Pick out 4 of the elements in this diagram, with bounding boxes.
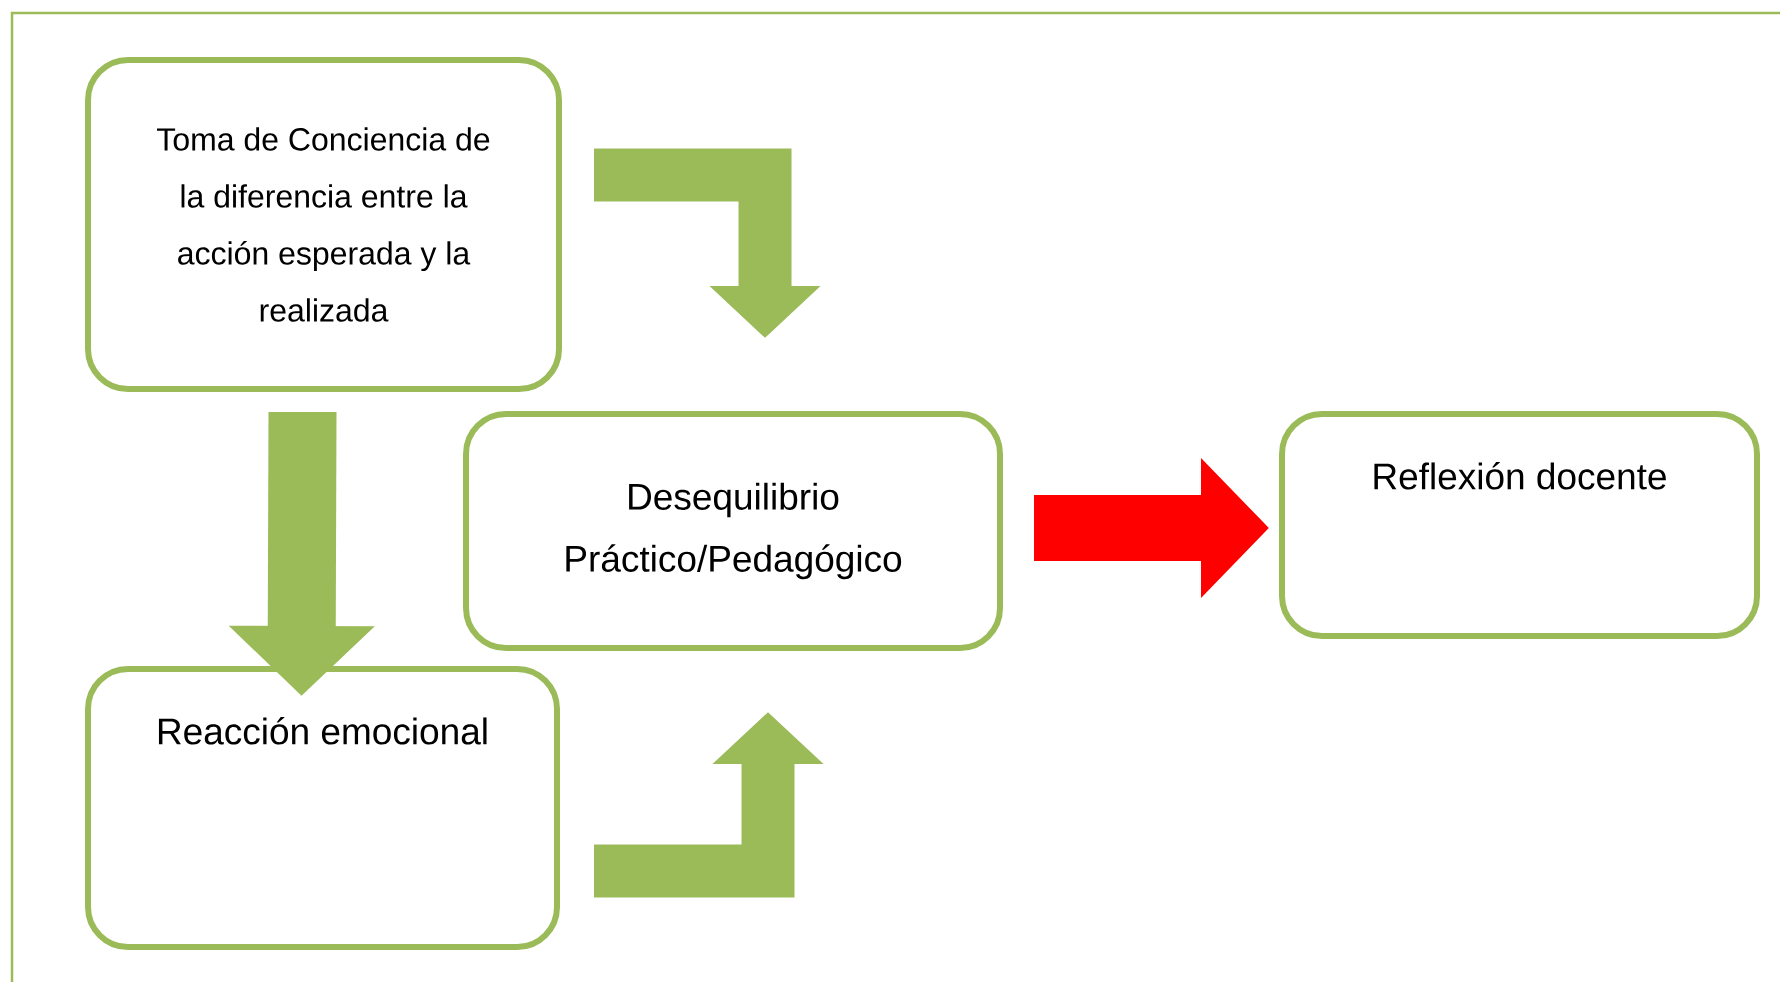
process-box: Toma de Conciencia de la diferencia entre la acción esperada y la realizada	[85, 57, 562, 392]
process-box: Desequilibrio Práctico/Pedagógico	[463, 411, 1003, 651]
process-box: Reacción emocional	[85, 666, 560, 950]
process-box: Reflexión docente	[1279, 411, 1760, 639]
